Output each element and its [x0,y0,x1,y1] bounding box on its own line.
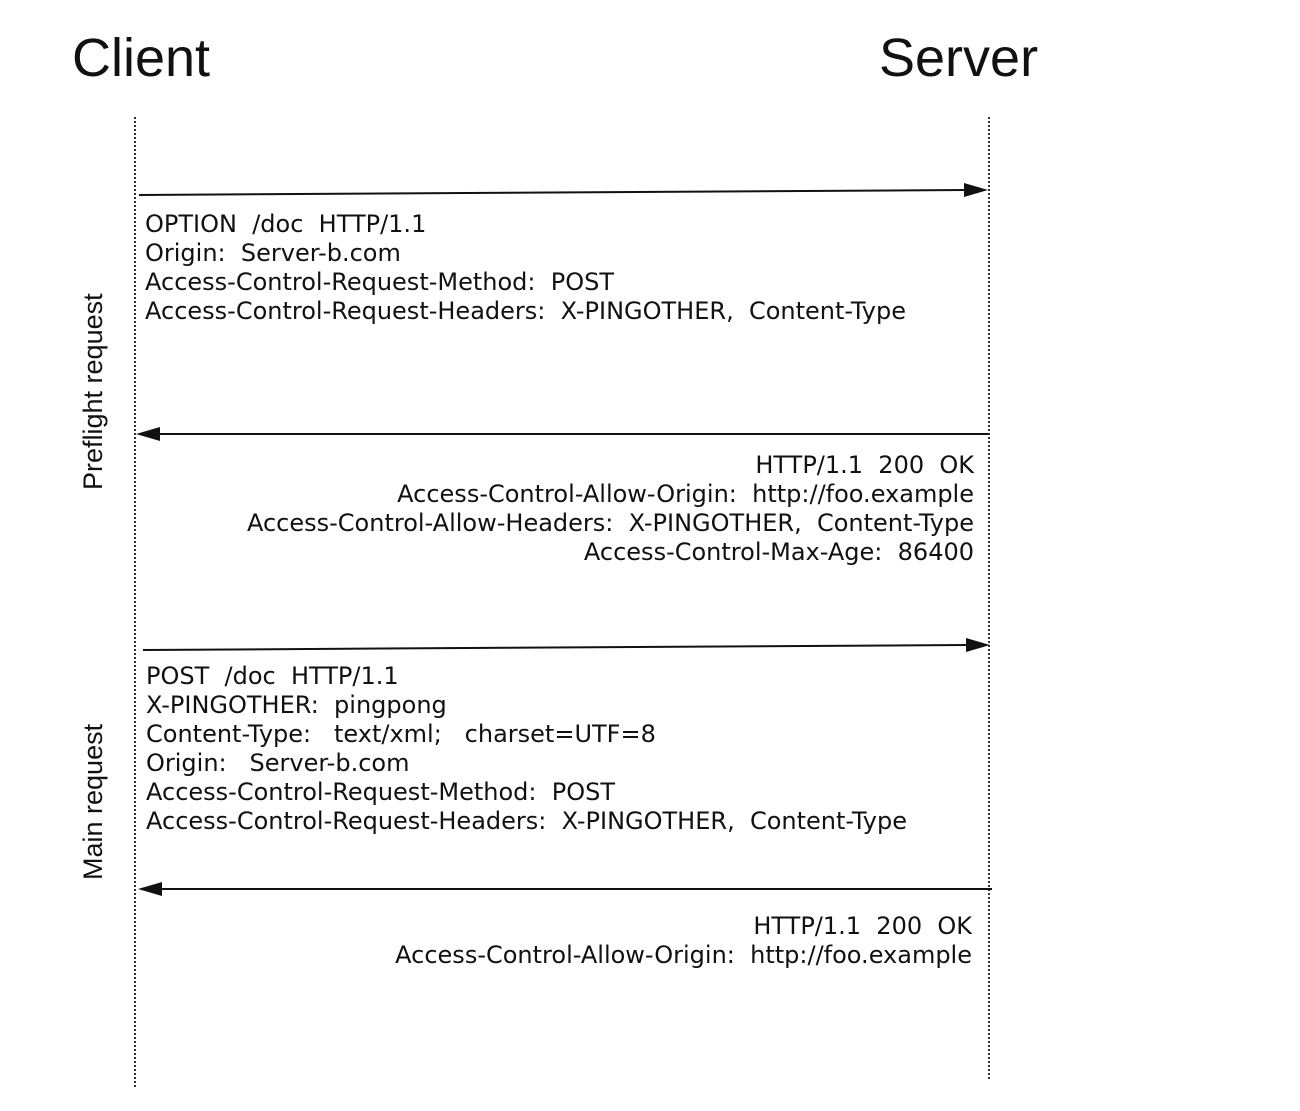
message-line: HTTP/1.1 200 OK [755,451,974,479]
main-response-arrow [138,882,992,896]
message-line: Access-Control-Allow-Headers: X-PINGOTHE… [246,509,974,537]
message-line: Access-Control-Allow-Origin: http://foo.… [395,941,972,969]
server-lifeline [988,117,990,1079]
main-phase-label: Main request [78,723,108,880]
message-line: Access-Control-Request-Headers: X-PINGOT… [145,297,906,325]
message-line: Origin: Server-b.com [146,749,410,777]
message-line: HTTP/1.1 200 OK [753,912,972,940]
main-request-message: POST /doc HTTP/1.1 X-PINGOTHER: pingpong… [146,662,907,836]
message-line: Access-Control-Allow-Origin: http://foo.… [397,480,974,508]
preflight-response-arrow [136,427,988,441]
message-line: Content-Type: text/xml; charset=UTF=8 [146,720,656,748]
message-line: Access-Control-Request-Method: POST [146,778,615,806]
main-request-arrow [142,638,990,652]
message-line: Access-Control-Max-Age: 86400 [583,538,974,566]
message-line: POST /doc HTTP/1.1 [146,662,399,690]
server-lane-title: Server [879,28,1039,88]
preflight-response-message: HTTP/1.1 200 OK Access-Control-Allow-Ori… [247,451,974,567]
preflight-phase-label: Preflight request [78,293,108,490]
client-lifeline [134,117,136,1087]
main-response-message: HTTP/1.1 200 OK Access-Control-Allow-Ori… [395,912,972,970]
message-line: OPTION /doc HTTP/1.1 [145,210,427,238]
message-line: X-PINGOTHER: pingpong [146,691,447,719]
preflight-request-message: OPTION /doc HTTP/1.1 Origin: Server-b.co… [145,210,906,326]
message-line: Origin: Server-b.com [145,239,401,267]
message-line: Access-Control-Request-Headers: X-PINGOT… [146,807,907,835]
message-line: Access-Control-Request-Method: POST [145,268,614,296]
client-lane-title: Client [72,28,211,88]
preflight-request-arrow [138,183,988,197]
